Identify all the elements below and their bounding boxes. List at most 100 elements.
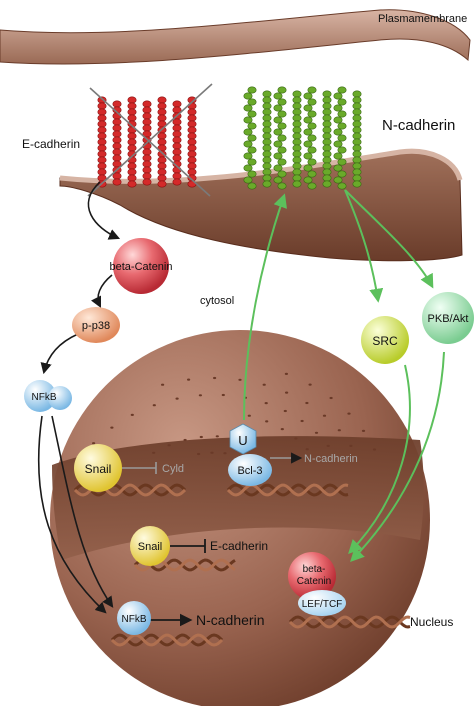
n-cadherin-bead	[352, 108, 362, 116]
e-cadherin-repressed-label: E-cadherin	[210, 539, 268, 553]
e-cadherin-bead	[187, 120, 197, 128]
n-cadherin-bead	[292, 120, 302, 128]
n-cadherin-bead	[352, 102, 362, 110]
n-cadherin-nfkb-target-label: N-cadherin	[196, 612, 264, 628]
n-cadherin-bead	[322, 126, 332, 134]
n-cadherin-bead	[352, 126, 362, 134]
e-cadherin-bead	[112, 154, 122, 162]
dna-helix	[110, 633, 224, 647]
nuclear-pore	[264, 402, 268, 405]
n-cadherin-bead	[333, 128, 343, 136]
n-cadherin-bead	[262, 90, 272, 98]
n-cadherin-bead	[322, 180, 332, 188]
src-node: SRC	[361, 316, 409, 364]
e-cadherin-bead	[157, 156, 167, 164]
e-cadherin-bead	[142, 154, 152, 162]
n-cadherin-bead	[352, 90, 362, 98]
e-cadherin-bead	[157, 96, 167, 104]
n-cadherin-bead	[333, 176, 343, 184]
snail-mid-node: Snail	[130, 526, 170, 566]
n-cadherin-bead	[262, 144, 272, 152]
n-cadherin-bead	[337, 158, 347, 166]
arrow-nfkb-to-nucleus-2	[51, 415, 114, 608]
e-cadherin-cross	[87, 83, 213, 197]
e-cadherin-bead	[127, 162, 137, 170]
n-cadherin-bead	[292, 126, 302, 134]
n-cadherin-bead	[303, 140, 313, 148]
n-cadherin-bead	[303, 152, 313, 160]
e-cadherin-bead	[97, 150, 107, 158]
nfkb-cyto-label: NFkB	[32, 392, 57, 403]
n-cadherin-bead	[243, 152, 253, 160]
n-cadherin-bead	[352, 138, 362, 146]
n-cadherin-bead	[247, 122, 257, 130]
n-cadherin-bead	[322, 120, 332, 128]
nuclear-pore	[372, 448, 377, 451]
n-cadherin-bead	[277, 146, 287, 154]
e-cadherin-bead	[142, 148, 152, 156]
e-cadherin-bead	[172, 178, 182, 186]
n-cadherin-bead	[273, 152, 283, 160]
n-cadherin-bead	[352, 144, 362, 152]
ubiquitin-node: U	[229, 423, 257, 455]
snail-top-node: Snail	[74, 444, 122, 492]
pkb-akt-node: PKB/Akt	[422, 292, 474, 344]
e-cadherin-bead	[127, 96, 137, 104]
n-cadherin-bead	[337, 110, 347, 118]
e-cadherin-bead	[157, 174, 167, 182]
n-cadherin-bead	[273, 176, 283, 184]
dna-helix	[226, 483, 349, 497]
n-cadherin-bead	[243, 176, 253, 184]
n-cadherin-bead	[273, 128, 283, 136]
n-cadherin-bead	[277, 122, 287, 130]
n-cadherin-bead	[303, 164, 313, 172]
nuclear-pore	[294, 437, 298, 440]
n-cadherin-bead	[337, 170, 347, 178]
nuclear-pore	[247, 414, 251, 417]
dna-helices	[73, 483, 411, 647]
nuclear-pore	[197, 452, 201, 456]
e-cadherin-bead	[97, 126, 107, 134]
e-cadherin-bead	[97, 138, 107, 146]
n-cadherin-bead	[243, 116, 253, 124]
n-cadherin-bead	[322, 174, 332, 182]
cytosol-label: cytosol	[200, 295, 234, 307]
n-cadherin-bead	[262, 156, 272, 164]
n-cadherin-bead	[277, 134, 287, 142]
e-cadherin-bead	[142, 166, 152, 174]
nuclear-pore	[265, 420, 269, 423]
arrow-bcl3-to-n-cadherin	[243, 193, 287, 421]
n-cadherin-bead	[322, 96, 332, 104]
n-cadherin-bundle	[243, 86, 362, 190]
n-cadherin-bead	[262, 126, 272, 134]
e-cadherin-bead	[172, 154, 182, 162]
arrow-src-to-beta-catenin	[348, 364, 411, 555]
e-cadherin-bead	[157, 162, 167, 170]
bcl3-label: Bcl-3	[237, 465, 262, 477]
n-cadherin-bead	[337, 134, 347, 142]
e-cadherin-bead	[157, 168, 167, 176]
nuclear-pore	[152, 404, 156, 407]
e-cadherin-bead	[112, 148, 122, 156]
n-cadherin-bead	[307, 170, 317, 178]
n-cadherin-bead	[303, 128, 313, 136]
arrow-pkb-to-beta-catenin	[350, 351, 445, 563]
n-cadherin-bead	[273, 140, 283, 148]
e-cadherin-bead	[157, 102, 167, 110]
n-cadherin-bead	[322, 102, 332, 110]
n-cadherin-bead	[307, 98, 317, 106]
n-cadherin-bead	[247, 146, 257, 154]
nuclear-pore	[210, 451, 214, 454]
nucleus	[50, 330, 430, 706]
e-cadherin-bead	[97, 108, 107, 116]
n-cadherin-bead	[307, 146, 317, 154]
e-cadherin-bead	[187, 144, 197, 152]
n-cadherin-bead	[292, 150, 302, 158]
n-cadherin-bead	[333, 152, 343, 160]
nuclear-pore	[167, 444, 171, 447]
n-cadherin-bead	[352, 180, 362, 188]
e-cadherin-bead	[127, 114, 137, 122]
n-cadherin-bead	[333, 104, 343, 112]
n-cadherin-bead	[337, 86, 347, 94]
n-cadherin-bead	[337, 122, 347, 130]
